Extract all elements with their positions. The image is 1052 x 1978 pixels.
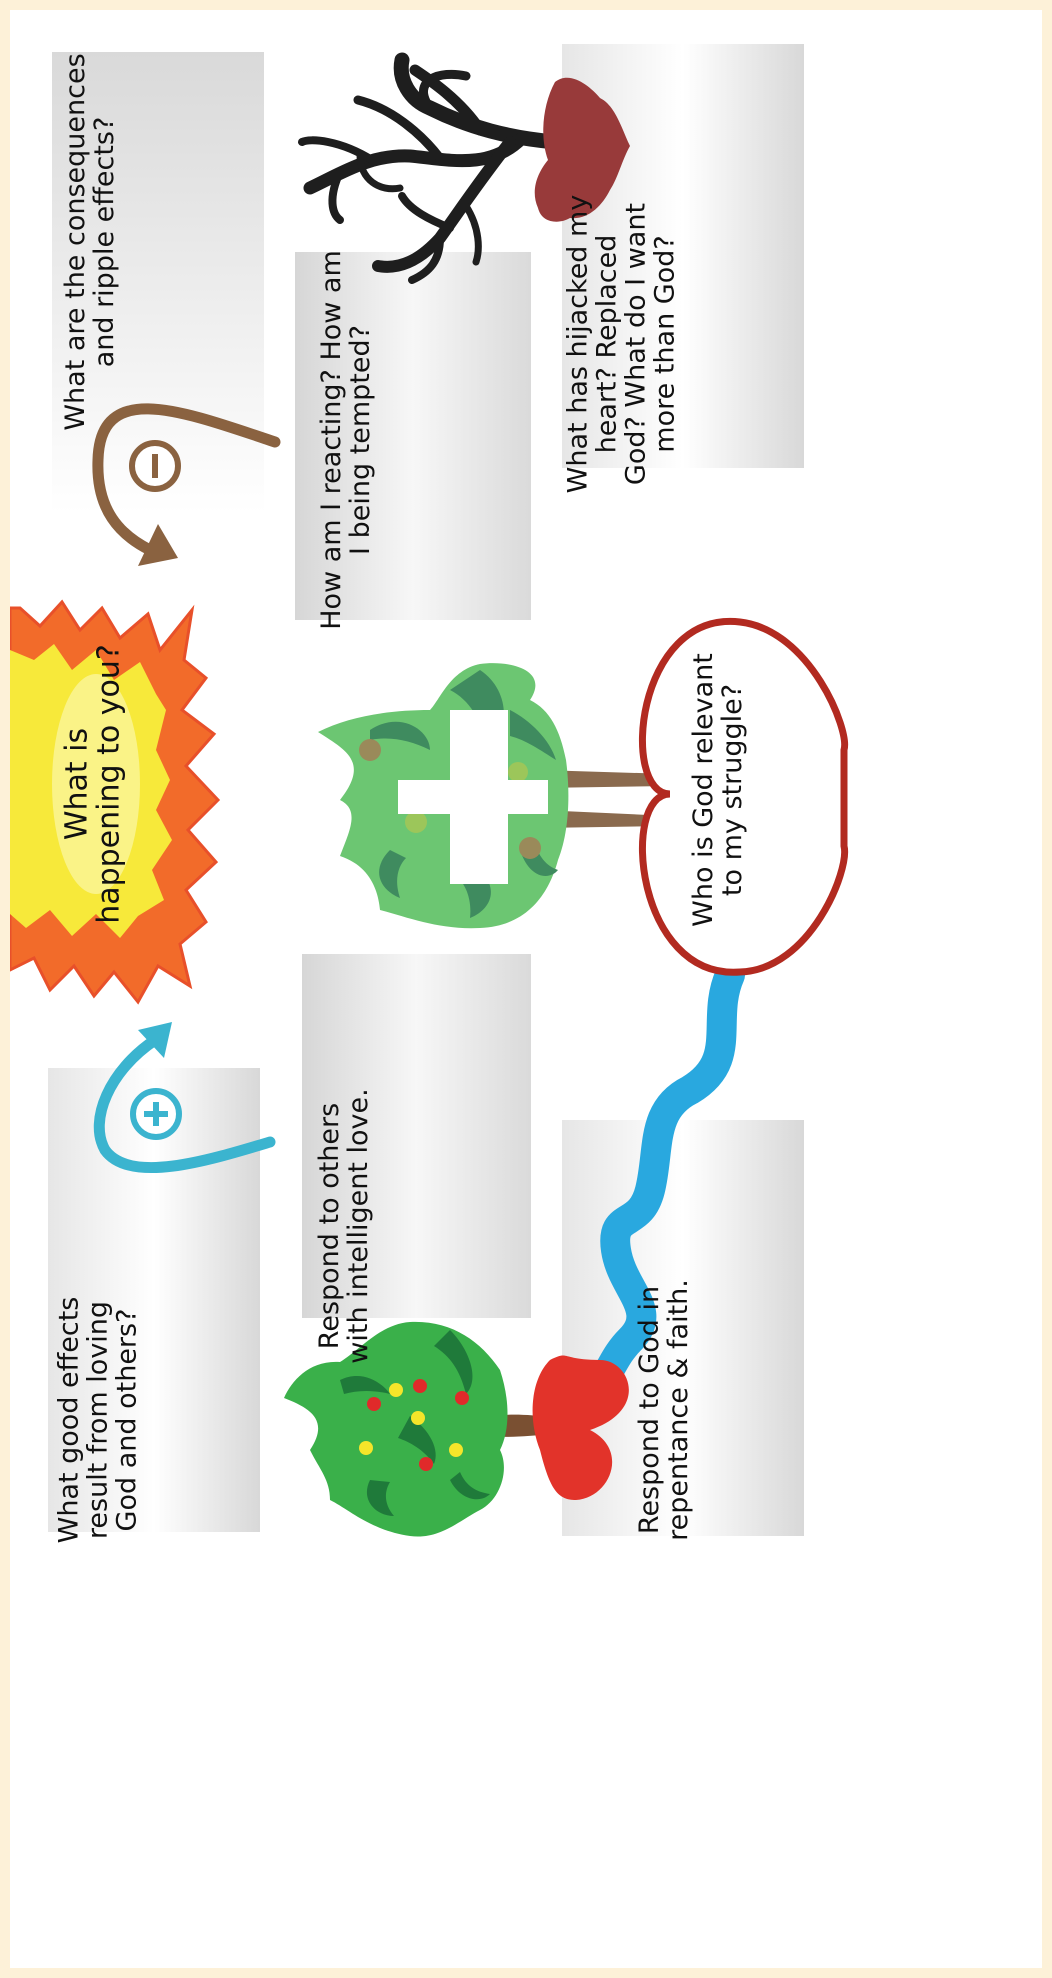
diagram-page: What is happening to you? What are the c… bbox=[10, 10, 1042, 1968]
bottom-middle-question: Respond to others with intelligent love. bbox=[313, 1088, 374, 1364]
bottom-left-question: What good effects result from loving God… bbox=[53, 1296, 143, 1544]
fruit-tree-icon bbox=[284, 1321, 550, 1537]
positive-arrow bbox=[93, 1022, 276, 1174]
panel-top-middle bbox=[295, 252, 531, 620]
dead-tree-icon bbox=[298, 52, 563, 284]
top-middle-question: How am I reacting? How am I being tempte… bbox=[315, 250, 376, 630]
panel-bottom-middle bbox=[302, 954, 531, 1318]
top-left-question: What are the consequences and ripple eff… bbox=[59, 53, 120, 431]
top-right-question: What has hijacked my heart? Replaced God… bbox=[562, 194, 682, 494]
negative-arrow bbox=[92, 403, 281, 566]
heart-question: Who is God relevant to my struggle? bbox=[687, 653, 748, 927]
center-question: What is happening to you? bbox=[59, 644, 127, 924]
river-icon bbox=[575, 960, 745, 1405]
bottom-right-question: Respond to God in repentance & faith. bbox=[633, 1279, 694, 1541]
panel-bottom-left bbox=[48, 1068, 260, 1532]
dead-tree-roots-icon bbox=[534, 77, 630, 222]
red-heart-icon bbox=[532, 1355, 629, 1500]
diagram-artwork bbox=[10, 44, 849, 1537]
heart-outline-icon bbox=[638, 618, 849, 976]
panel-top-left bbox=[52, 52, 264, 514]
sun-burst-icon bbox=[10, 599, 221, 1005]
cross-tree-icon bbox=[318, 663, 670, 929]
minus-circle-icon bbox=[129, 440, 181, 492]
plus-circle-icon bbox=[130, 1088, 182, 1140]
